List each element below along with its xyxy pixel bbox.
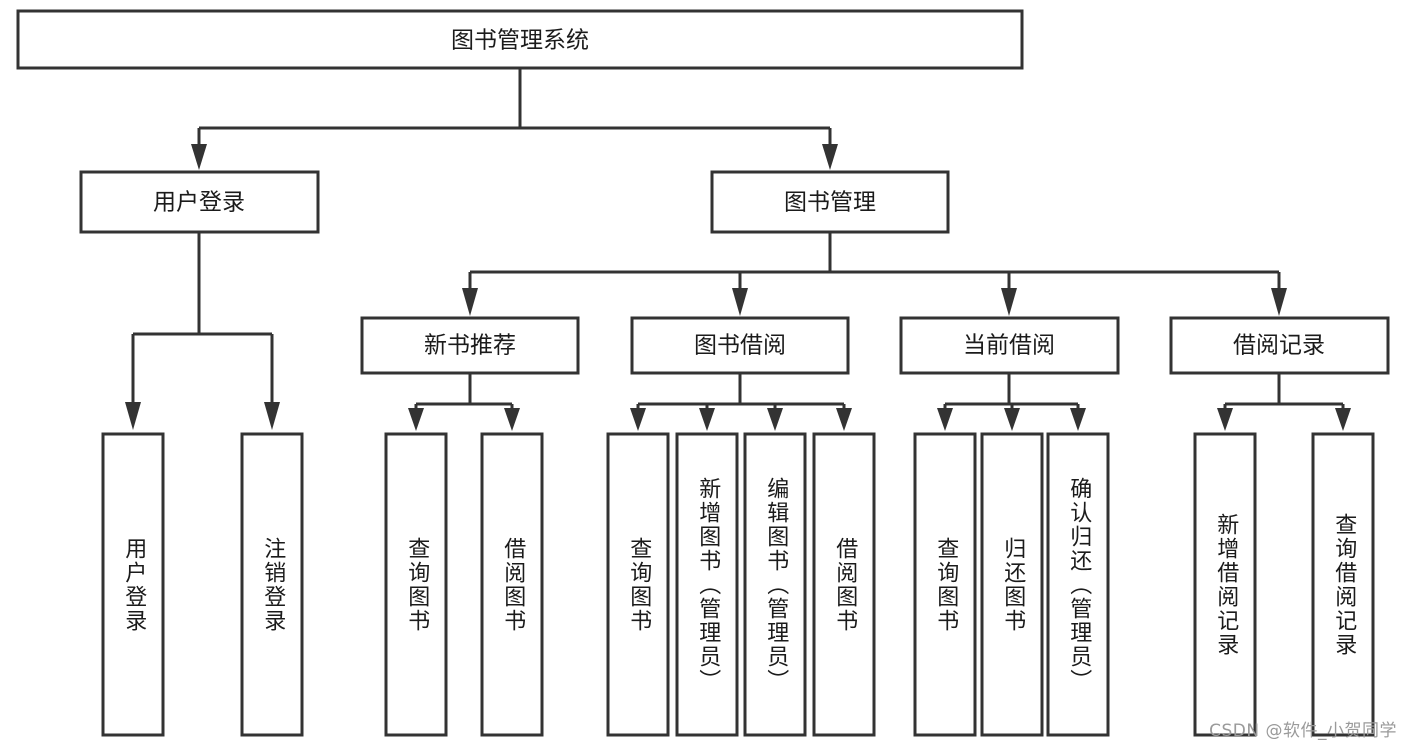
node-leaf-add-book-box[interactable] [675,432,739,737]
arrow-head-borrow-record [1271,288,1287,316]
node-leaf-confirm-return-box[interactable] [1046,432,1110,737]
node-leaf-query-record-box[interactable] [1311,432,1375,737]
arrow-head-leaf-query-book-2 [630,408,646,431]
arrow-head-leaf-add-record [1217,408,1233,431]
node-borrow-record-label: 借阅记录 [1233,333,1325,359]
node-leaf-query-book-1-box[interactable] [384,432,448,737]
node-borrow-record[interactable]: 借阅记录 [1169,316,1390,375]
arrow-head-user-login [191,144,207,170]
node-leaf-user-login-box[interactable] [101,432,165,737]
node-leaf-query-book-2-box[interactable] [606,432,670,737]
node-book-manage-box[interactable] [710,170,950,234]
node-leaf-borrow-book-2-box[interactable] [812,432,876,737]
node-new-book-recommend-box[interactable] [360,316,580,375]
node-book-borrow-box[interactable] [630,316,850,375]
arrow-head-leaf-query-book-1 [408,408,424,431]
arrow-head-leaf-borrow-book-1 [504,408,520,431]
node-root-label: 图书管理系统 [451,28,589,54]
node-current-borrow-box[interactable] [899,316,1120,375]
arrow-head-leaf-confirm-return [1070,408,1086,431]
connector-layer [125,68,1351,431]
node-root-box[interactable] [16,9,1024,70]
node-borrow-record-box[interactable] [1169,316,1390,375]
node-book-borrow-label: 图书借阅 [694,333,786,359]
arrow-head-leaf-user-login [125,402,141,430]
arrow-head-leaf-query-book-3 [937,408,953,431]
arrow-head-leaf-logout-login [264,402,280,430]
node-leaf-return-book-box[interactable] [980,432,1044,737]
node-new-book-recommend-label: 新书推荐 [424,333,516,359]
arrow-head-leaf-query-record [1335,408,1351,431]
node-leaf-add-record-box[interactable] [1193,432,1257,737]
watermark: CSDN @软件_小贺同学 [1209,721,1397,741]
node-root[interactable]: 图书管理系统 [16,9,1024,70]
arrow-head-current-borrow [1001,288,1017,316]
node-leaf-borrow-book-1-box[interactable] [480,432,544,737]
node-current-borrow[interactable]: 当前借阅 [899,316,1120,375]
node-leaf-logout-login-box[interactable] [240,432,304,737]
arrow-head-book-manage [822,144,838,170]
node-book-borrow[interactable]: 图书借阅 [630,316,850,375]
arrow-head-leaf-borrow-book-2 [836,408,852,431]
arrow-head-book-borrow [732,288,748,316]
node-user-login[interactable]: 用户登录 [79,170,320,234]
node-book-manage-label: 图书管理 [784,190,876,216]
node-leaf-edit-book-box[interactable] [743,432,807,737]
node-leaf-query-book-3-box[interactable] [913,432,977,737]
node-book-manage[interactable]: 图书管理 [710,170,950,234]
node-user-login-label: 用户登录 [153,190,245,216]
arrow-head-leaf-add-book [699,408,715,431]
leaf-box-layer [101,432,1375,737]
node-user-login-box[interactable] [79,170,320,234]
arrow-head-leaf-edit-book [767,408,783,431]
node-new-book-recommend[interactable]: 新书推荐 [360,316,580,375]
arrow-head-new-book-recommend [462,288,478,316]
arrow-head-leaf-return-book [1004,408,1020,431]
node-current-borrow-label: 当前借阅 [963,333,1055,359]
